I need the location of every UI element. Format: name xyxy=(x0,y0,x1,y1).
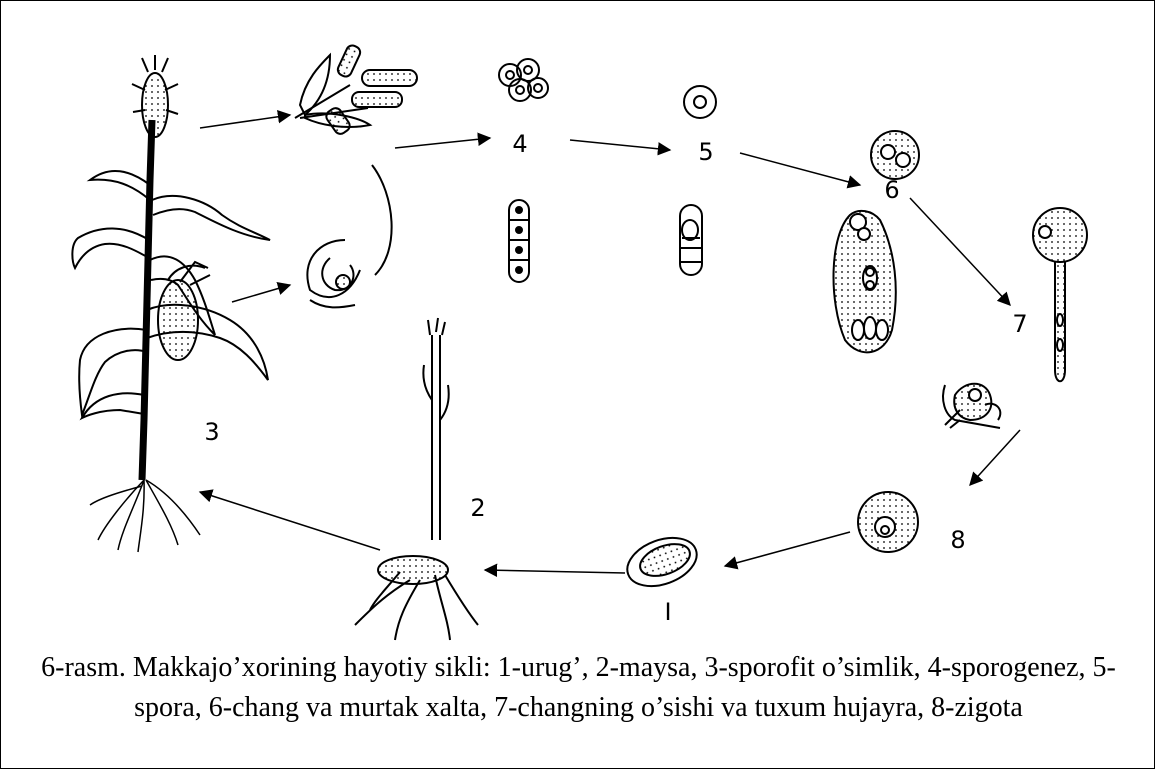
arrow-6-to-7 xyxy=(910,198,1010,305)
spore-illustration xyxy=(680,86,716,275)
seedling-illustration xyxy=(355,318,478,640)
arrow-tassel-to-stamen xyxy=(200,115,290,128)
roots xyxy=(90,480,200,552)
corn-plant-illustration xyxy=(72,55,270,552)
egg-cell-illustration xyxy=(943,384,1000,428)
stage-label-3: 3 xyxy=(204,418,219,446)
ovule-illustration xyxy=(307,165,391,307)
seed-illustration xyxy=(621,529,704,595)
sporogenesis-illustration xyxy=(499,59,548,282)
pollen-tube-illustration xyxy=(1033,208,1087,381)
arrow-ear-to-ovule xyxy=(232,285,290,302)
stage-label-6: 6 xyxy=(884,176,899,204)
stage-label-8: 8 xyxy=(950,526,965,554)
zygote-illustration xyxy=(858,492,918,552)
corn-ear xyxy=(158,262,210,360)
arrow-4-to-5 xyxy=(570,140,670,150)
stamen-cluster-illustration xyxy=(295,44,417,137)
pollen-and-embryo-sac-illustration xyxy=(834,131,919,352)
stage-label-1: I xyxy=(664,598,671,626)
figure-caption: 6-rasm. Makkajo’xorining hayotiy sikli: … xyxy=(20,648,1137,728)
arrow-8-to-1 xyxy=(725,532,850,566)
tassel xyxy=(132,55,178,137)
arrow-7-to-8 xyxy=(970,430,1020,485)
arrow-5-to-6 xyxy=(740,153,860,185)
stage-label-7: 7 xyxy=(1012,310,1027,338)
stage-label-2: 2 xyxy=(470,494,485,522)
arrow-1-to-2 xyxy=(485,570,625,573)
life-cycle-diagram: I 2 3 4 5 6 7 8 xyxy=(0,0,1157,650)
stage-label-4: 4 xyxy=(512,130,527,158)
arrow-2-to-3 xyxy=(200,492,380,550)
arrow-stamen-to-4 xyxy=(395,138,490,148)
stage-label-5: 5 xyxy=(698,138,713,166)
